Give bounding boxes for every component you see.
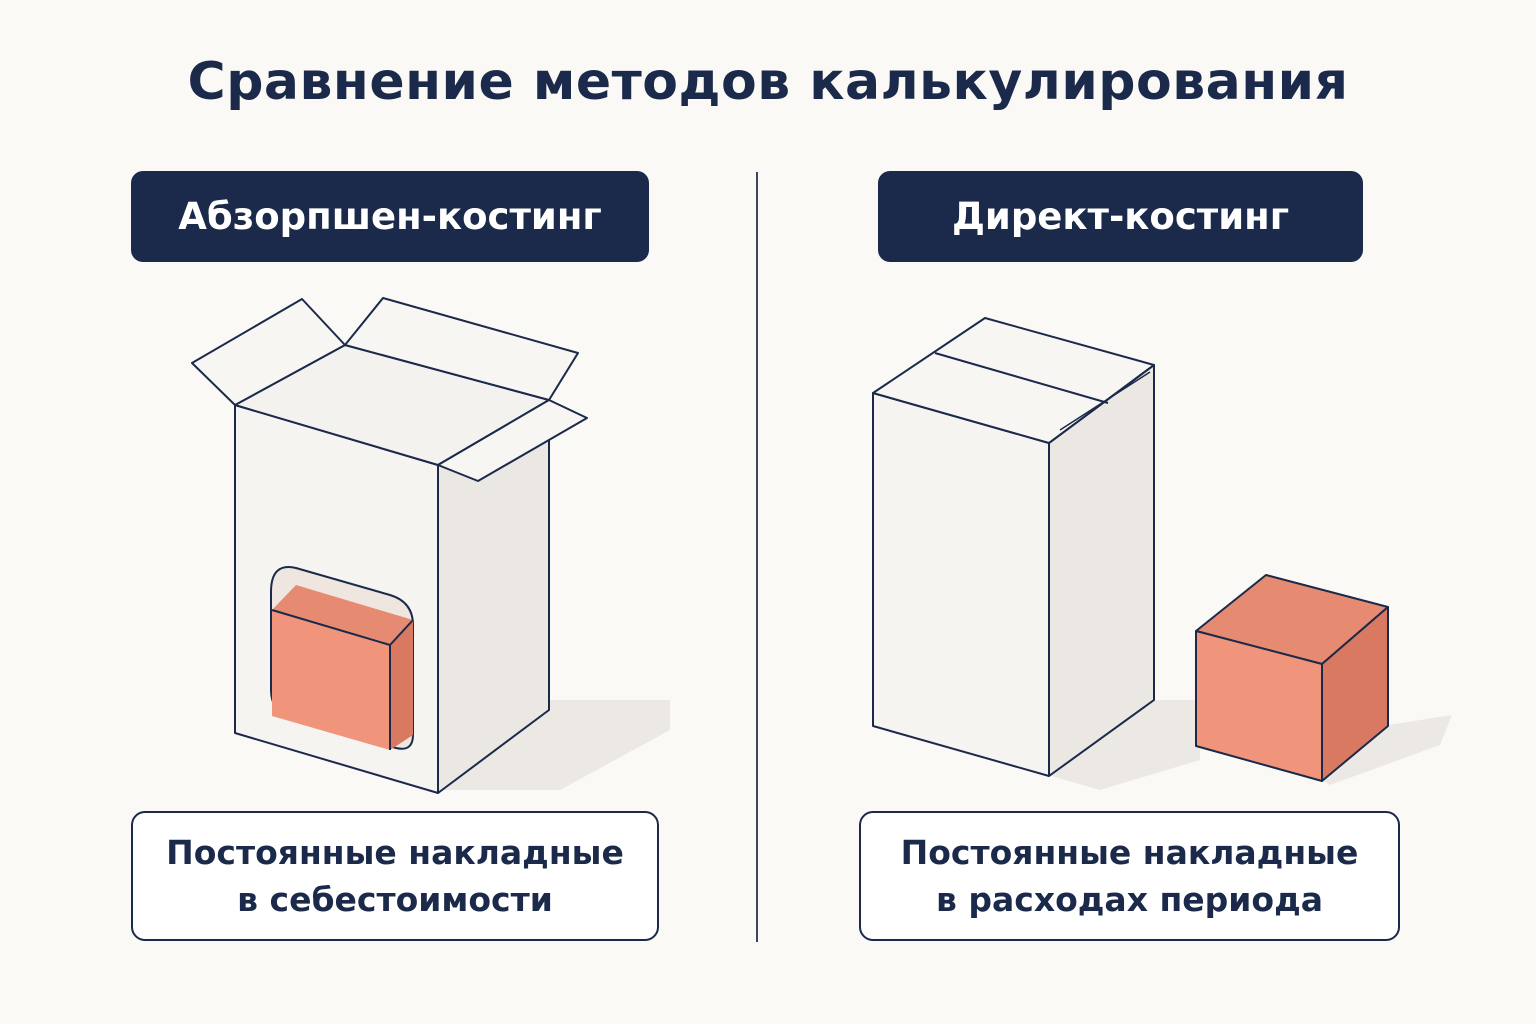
direct-costing-label: Директ-костинг	[951, 195, 1290, 238]
open-box-illustration	[191, 297, 670, 794]
absorption-costing-heading: Абзорпшен-костинг	[131, 171, 649, 262]
page-title: Сравнение методов калькулирования	[187, 52, 1349, 112]
cube-outside-illustration	[1195, 574, 1389, 782]
direct-costing-heading: Директ-костинг	[878, 171, 1363, 262]
caption-line-1: Постоянные накладные	[166, 833, 624, 872]
caption-line-2: в расходах периода	[936, 880, 1323, 919]
direct-costing-caption: Постоянные накладные в расходах периода	[859, 811, 1400, 941]
caption-line-2: в себестоимости	[237, 880, 553, 919]
caption-line-1: Постоянные накладные	[900, 833, 1359, 872]
center-divider	[756, 172, 758, 942]
absorption-costing-label: Абзорпшен-костинг	[178, 195, 602, 238]
absorption-costing-caption: Постоянные накладные в себестоимости	[131, 811, 659, 941]
closed-box-illustration	[872, 317, 1452, 790]
